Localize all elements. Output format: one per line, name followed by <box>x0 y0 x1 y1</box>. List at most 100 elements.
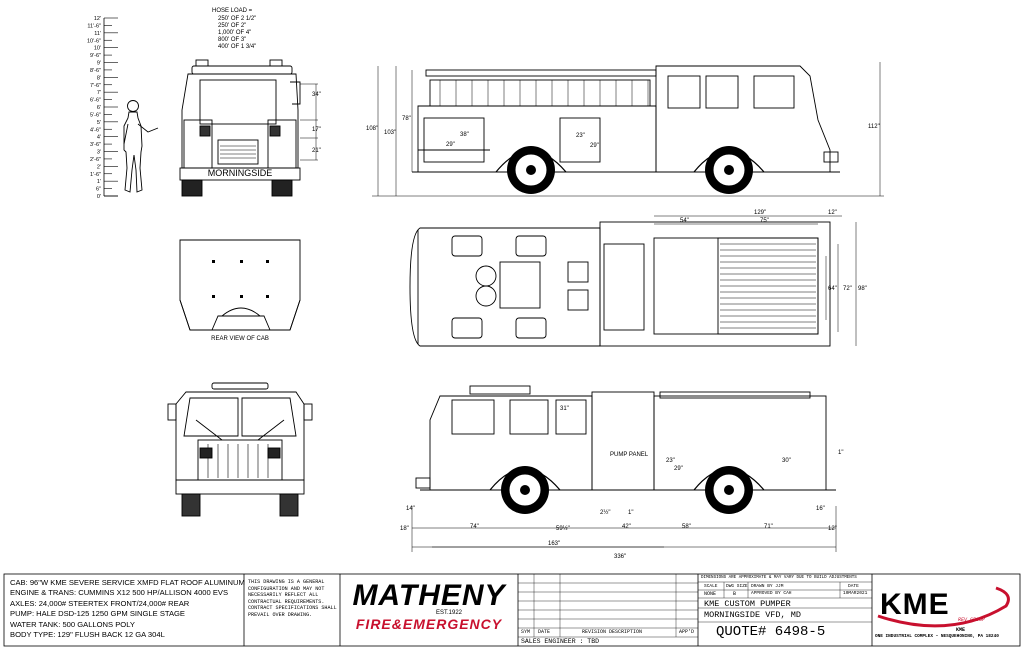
dim-label: 29" <box>590 143 599 149</box>
plan-view-dims <box>654 215 857 346</box>
date-label: DATE <box>848 584 859 589</box>
dealer-logo: MATHENY EST.1922 FIRE&EMERGENCY <box>344 579 514 632</box>
rear-view-of-cab <box>179 239 301 331</box>
dimension-note: DIMENSIONS ARE APPROXIMATE & MAY VARY DU… <box>701 576 857 580</box>
scale-label: 2' <box>97 164 101 170</box>
scale-label: 9'-6" <box>90 53 101 59</box>
dealer-logo-est: EST.1922 <box>435 610 462 616</box>
rev-app-header: APP'D <box>679 629 695 635</box>
title-block-frame <box>3 573 1021 647</box>
side-view-bottom-dims <box>411 506 837 552</box>
scale-label: SCALE <box>704 584 718 589</box>
height-scale-labels: 12'11'-6"11'10'-6"10'9'-6"9'8'-6"8'7'-6"… <box>87 16 101 200</box>
spec-list: CAB: 96"W KME SEVERE SERVICE XMFD FLAT R… <box>10 578 245 640</box>
dim-label: 23" <box>666 458 675 464</box>
scale-label: 11' <box>94 31 101 37</box>
dim-label: 74" <box>470 524 479 530</box>
dim-label: 64" <box>828 286 837 292</box>
dim-label: 72" <box>843 286 852 292</box>
spec-body-type: BODY TYPE: 129" FLUSH BACK 12 GA 304L <box>10 630 165 640</box>
manufacturer-address: ONE INDUSTRIAL COMPLEX – NESQUEHONING, P… <box>875 634 999 639</box>
spec-water-tank: WATER TANK: 500 GALLONS POLY <box>10 619 135 629</box>
dim-label: 12" <box>828 526 837 532</box>
side-view-top-dim-labels: 108" 103" 78" 112" 38" 29" 23" 29" <box>366 116 880 149</box>
side-view-top <box>412 65 840 173</box>
dim-label: 54" <box>680 218 689 224</box>
dim-label: 58" <box>682 524 691 530</box>
scale-label: 0' <box>97 194 101 200</box>
dim-label: 336" <box>614 554 626 560</box>
hose-load-line: 250' OF 2 1/2" <box>218 16 256 22</box>
dim-label: 30" <box>782 458 791 464</box>
scale-label: 10'-6" <box>87 38 101 44</box>
scale-label: 10' <box>94 46 101 52</box>
dim-label: 42" <box>622 524 631 530</box>
rear-view <box>179 59 318 197</box>
spec-engine: ENGINE & TRANS: CUMMINS X12 500 HP/ALLIS… <box>10 588 229 598</box>
rev-desc-header: REVISION DESCRIPTION <box>582 629 643 635</box>
dim-label: 34" <box>312 92 321 98</box>
cab-bolts <box>212 260 269 298</box>
scale-label: 5' <box>97 120 101 126</box>
dim-label: 1" <box>838 450 843 456</box>
dim-label: 29" <box>446 142 455 148</box>
scale-label: 1'-6" <box>90 172 101 178</box>
scale-label: 7' <box>97 90 101 96</box>
dim-label: 12" <box>828 210 837 216</box>
manufacturer-logo: KME <box>880 588 950 621</box>
sales-engineer: SALES ENGINEER : TBD <box>521 638 600 645</box>
side-view-bottom-wheels <box>501 466 753 514</box>
scale-label: 6'-6" <box>90 98 101 104</box>
dim-label: 71" <box>764 524 773 530</box>
pump-panel-label: PUMP PANEL <box>610 452 649 458</box>
side-view-top-wheels <box>507 146 753 194</box>
drawing-disclaimer: THIS DRAWING IS A GENERAL CONFIGURATION … <box>248 579 337 618</box>
dim-label: 38" <box>460 132 469 138</box>
height-scale-ticks <box>104 17 118 197</box>
scale-value: NONE <box>704 591 717 597</box>
rear-view-dims: 34" 17" 21" MORNINGSIDE <box>208 92 321 178</box>
quote-number: QUOTE# 6498-5 <box>716 624 826 640</box>
spec-pump: PUMP: HALE DSD-125 1250 GPM SINGLE STAGE <box>10 609 185 619</box>
dealer-logo-sub: FIRE&EMERGENCY <box>355 616 503 632</box>
dim-label: 17" <box>312 127 321 133</box>
hose-load-line: 400' OF 1 3/4" <box>218 44 256 50</box>
scale-label: 11'-6" <box>87 23 101 29</box>
dim-label: 31" <box>560 406 569 412</box>
rear-name-plate: MORNINGSIDE <box>208 168 273 178</box>
dwg-size-label: DWG SIZE <box>726 584 748 589</box>
scale-label: 3'-6" <box>90 142 101 148</box>
plan-view-dim-labels: 54" 129" 75" 12" 64" 72" 98" <box>680 210 867 292</box>
drawing-title: KME CUSTOM PUMPER <box>704 599 791 609</box>
dim-label: 18" <box>400 526 409 532</box>
scale-label: 6" <box>96 187 101 193</box>
dim-label: 129" <box>754 210 766 216</box>
rear-cab-label: REAR VIEW OF CAB <box>211 336 269 342</box>
rev-date-header: DATE <box>538 629 551 635</box>
scale-label: 9' <box>97 61 101 67</box>
manufacturer-name: KME <box>956 627 966 633</box>
date-value: 10MAR2021 <box>843 591 868 596</box>
scale-label: 4'-6" <box>90 127 101 133</box>
dealer-logo-name: MATHENY <box>352 579 506 612</box>
dim-label: 21" <box>312 148 321 154</box>
dim-label: 163" <box>548 541 560 547</box>
dim-label: 23" <box>576 133 585 139</box>
scale-label: 8' <box>97 75 101 81</box>
scale-label: 6' <box>97 105 101 111</box>
drawn-by: DRAWN BY JJM <box>751 584 784 589</box>
dim-label: 1" <box>628 510 633 516</box>
hose-load-line: 800' OF 3" <box>218 37 246 43</box>
side-view-bottom <box>415 385 836 491</box>
person-figure <box>123 100 159 193</box>
scale-label: 2'-6" <box>90 157 101 163</box>
hose-load-title: HOSE LOAD = <box>212 8 253 14</box>
hose-load-line: 1,000' OF 4" <box>218 30 251 36</box>
dim-label: 103" <box>384 130 396 136</box>
approved-by: APPROVED BY CAH <box>751 591 792 596</box>
dim-label: 75" <box>760 218 769 224</box>
side-view-bottom-dim-labels: 31" PUMP PANEL 23" 29" 30" 14" 18" 74" 5… <box>400 406 843 560</box>
dim-label: 2½" <box>600 509 610 516</box>
dim-label: 78" <box>402 116 411 122</box>
hose-load-block: HOSE LOAD = 250' OF 2 1/2" 250' OF 2" 1,… <box>212 8 256 50</box>
